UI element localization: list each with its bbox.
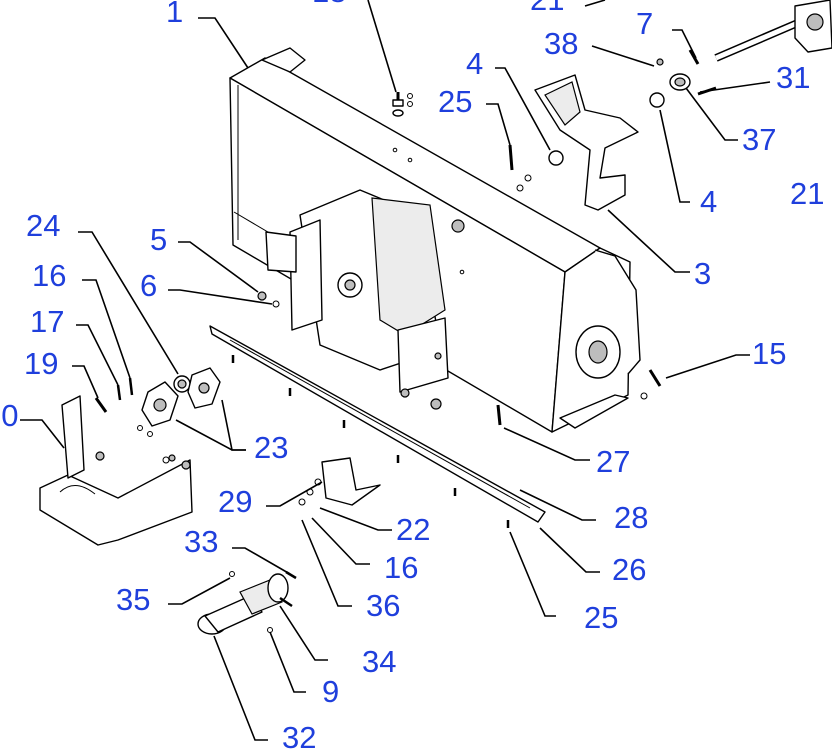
callout-21-right: 21 (790, 176, 824, 211)
scraper-bar (209, 325, 546, 523)
callout-37: 37 (742, 122, 776, 157)
callout-15: 15 (752, 336, 786, 371)
bracket-29 (321, 457, 381, 506)
callout-36: 36 (366, 588, 400, 623)
callout-33: 33 (184, 524, 218, 559)
callout-4-top: 4 (466, 46, 483, 81)
callout-22: 22 (396, 512, 430, 547)
fan-mount-plate (397, 317, 449, 393)
drive-shaft-assembly (548, 0, 832, 166)
callout-34: 34 (362, 644, 396, 679)
callout-21-top: 21 (530, 0, 564, 17)
bearing-assembly (141, 367, 221, 427)
leader-lines (20, 0, 771, 741)
callout-23: 23 (254, 430, 288, 465)
callout-27: 27 (596, 444, 630, 479)
callout-9: 9 (322, 674, 339, 709)
callout-6: 6 (140, 268, 157, 303)
housing-handle-left (261, 47, 306, 73)
callout-18: 18 (312, 0, 346, 9)
callout-16-bottom: 16 (384, 550, 418, 585)
chute-bolts (508, 144, 532, 192)
callout-1: 1 (166, 0, 183, 29)
callout-29: 29 (218, 484, 252, 519)
callout-16-left: 16 (32, 258, 66, 293)
left-hardware (94, 291, 280, 437)
callout-17: 17 (30, 304, 64, 339)
top-hardware (392, 92, 413, 117)
callout-28: 28 (614, 500, 648, 535)
callout-3: 3 (694, 256, 711, 291)
right-hardware (496, 369, 662, 426)
housing-skid-lip (559, 394, 629, 429)
callout-38: 38 (544, 26, 578, 61)
callout-5: 5 (150, 222, 167, 257)
mounting-bracket (39, 395, 193, 546)
deflector-chute (534, 74, 639, 211)
bushing-lower (548, 150, 564, 166)
fan-support-tab (265, 231, 297, 273)
callout-19: 19 (24, 346, 58, 381)
housing-handle-right (594, 249, 641, 375)
callout-31: 31 (776, 60, 810, 95)
bracket-base (39, 459, 193, 546)
fan-side-bracket (289, 219, 323, 331)
callout-25-bottom: 25 (584, 600, 618, 635)
bracket-upright (61, 395, 85, 479)
callout-4-right: 4 (700, 184, 717, 219)
fan-housing (265, 189, 465, 393)
callout-26: 26 (612, 552, 646, 587)
callout-24: 24 (26, 208, 60, 243)
scraper-blade (209, 325, 546, 523)
pto-coupler (197, 570, 297, 635)
callout-32: 32 (282, 720, 316, 752)
callout-7: 7 (636, 6, 653, 41)
small-bracket (298, 457, 381, 506)
bushing-upper (649, 92, 665, 108)
callout-20: 20 (0, 398, 18, 433)
callout-25-top: 25 (438, 84, 472, 119)
callout-35: 35 (116, 582, 150, 617)
scraper-bolts (162, 355, 510, 528)
